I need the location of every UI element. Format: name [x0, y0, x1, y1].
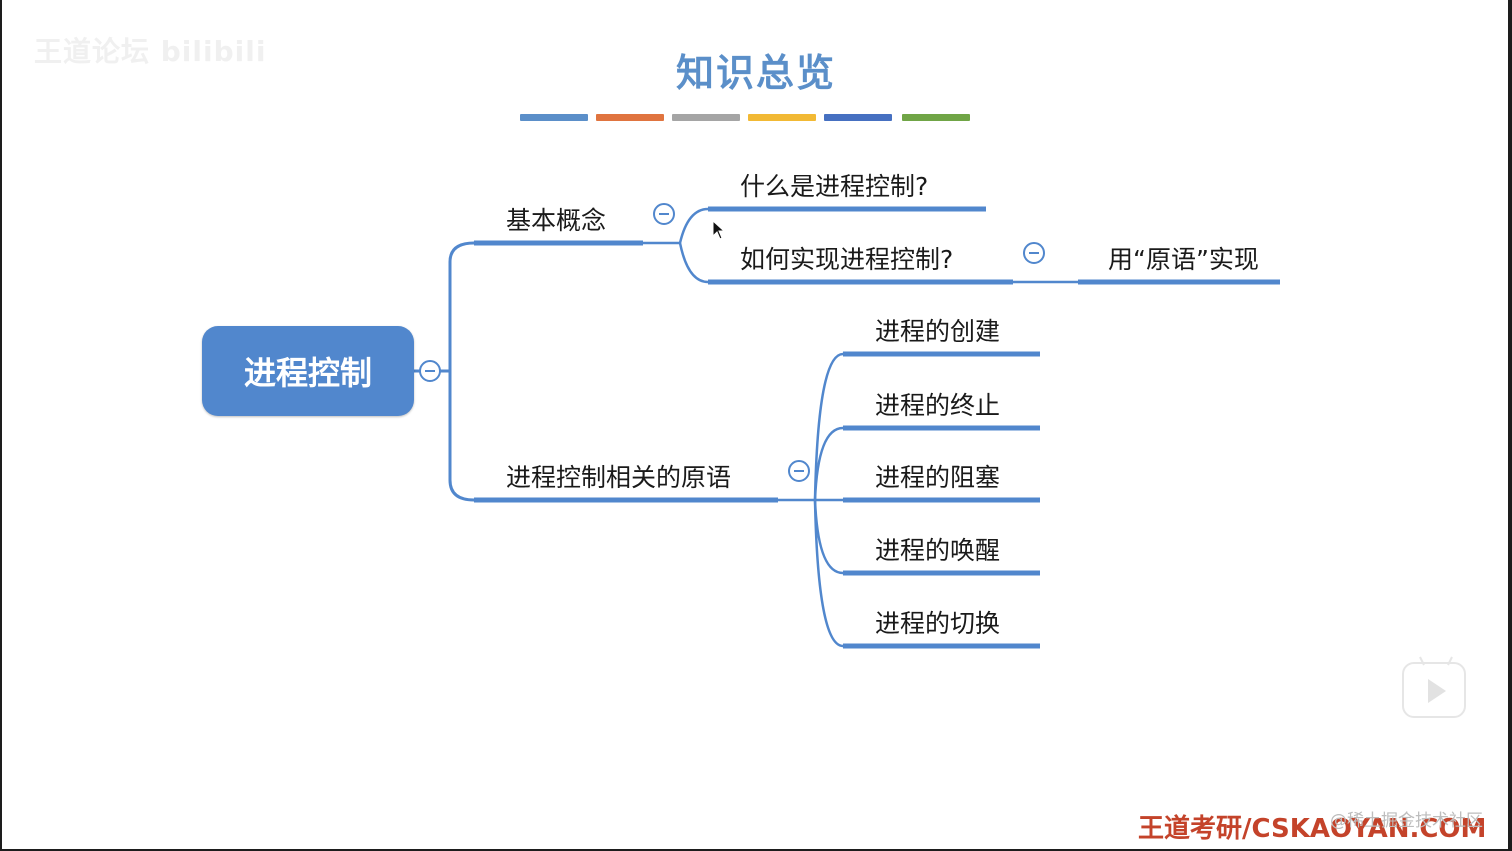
color-bar-yellow: [748, 114, 816, 121]
color-bar-gray: [672, 114, 740, 121]
play-triangle-icon: [1428, 679, 1446, 703]
site-credit: 王道考研/CSKAOYAN.COM: [1138, 814, 1487, 844]
node-process-creation[interactable]: 进程的创建: [875, 317, 1001, 346]
collapse-basic-concepts-icon[interactable]: [653, 203, 675, 225]
color-bar-orange: [596, 114, 664, 121]
node-process-wakeup[interactable]: 进程的唤醒: [875, 536, 1001, 565]
branch-basic-concepts[interactable]: 基本概念: [506, 206, 607, 235]
node-process-switch[interactable]: 进程的切换: [875, 609, 1001, 638]
color-bar-green: [902, 114, 970, 121]
color-bar-darkblue: [824, 114, 892, 121]
mindmap-root-node[interactable]: 进程控制: [202, 326, 414, 416]
collapse-root-icon[interactable]: [419, 360, 441, 382]
juejin-watermark: @稀土掘金技术社区: [1330, 811, 1483, 831]
node-how-to-implement[interactable]: 如何实现进程控制?: [740, 245, 954, 274]
bilibili-watermark: 王道论坛 bilibili: [34, 35, 267, 68]
node-what-is-process-control[interactable]: 什么是进程控制?: [740, 172, 929, 201]
collapse-how-to-implement-icon[interactable]: [1023, 242, 1045, 264]
branch-control-primitives[interactable]: 进程控制相关的原语: [506, 463, 732, 492]
node-process-blocking[interactable]: 进程的阻塞: [875, 463, 1001, 492]
tv-ears-icon: [1419, 656, 1453, 666]
color-bar-blue: [520, 114, 588, 121]
node-process-termination[interactable]: 进程的终止: [875, 391, 1001, 420]
collapse-control-primitives-icon[interactable]: [788, 460, 810, 482]
node-implement-with-primitives[interactable]: 用“原语”实现: [1108, 245, 1259, 274]
play-icon[interactable]: [1402, 656, 1466, 718]
slide-title: 知识总览: [675, 50, 836, 95]
mouse-cursor-icon: [712, 220, 726, 240]
